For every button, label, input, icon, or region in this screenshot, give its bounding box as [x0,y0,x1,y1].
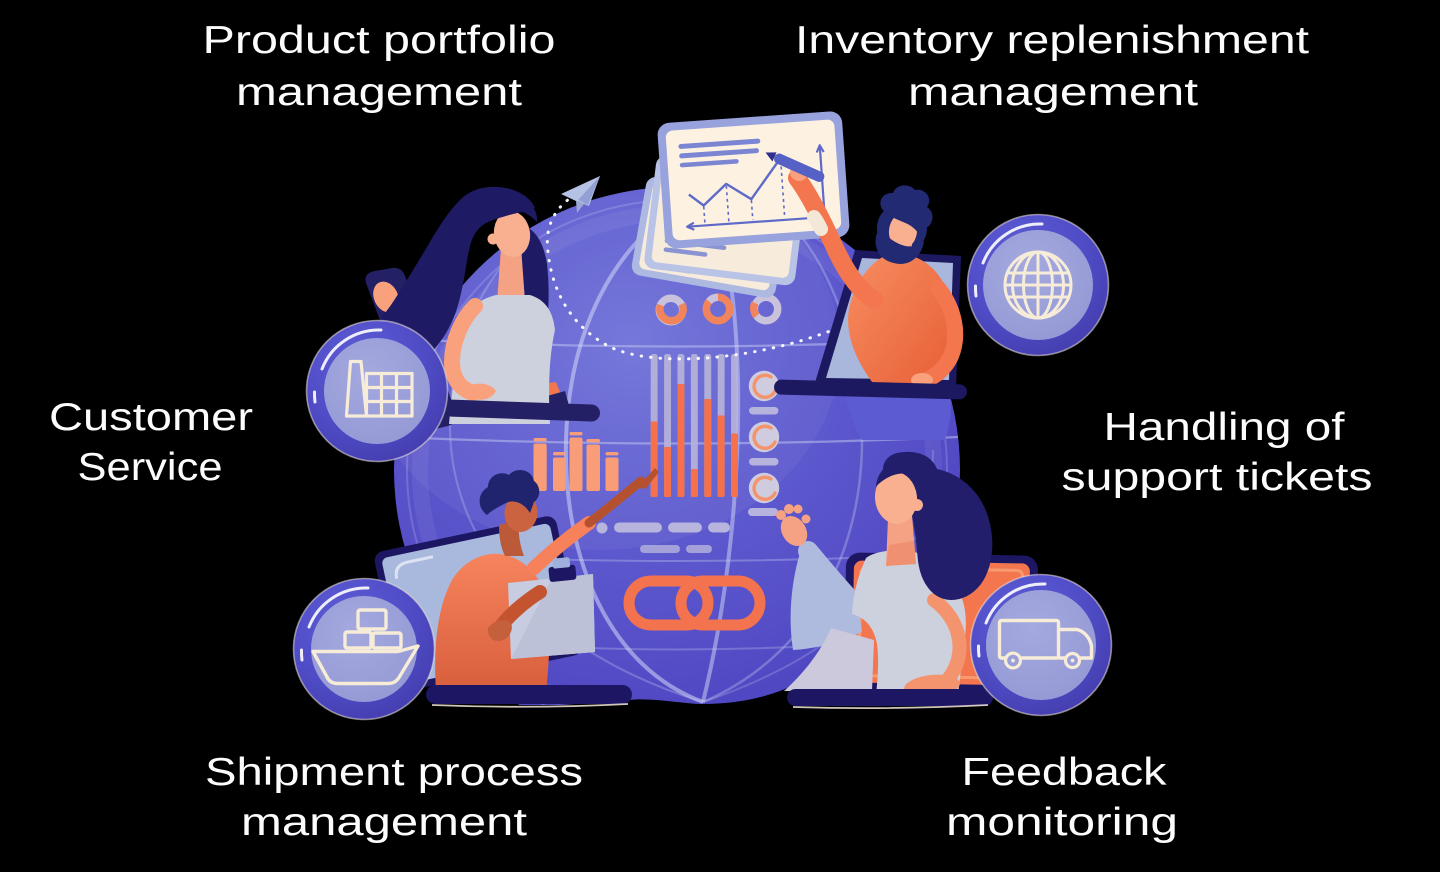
svg-text:Product portfolio: Product portfolio [203,19,556,62]
svg-text:support tickets: support tickets [1062,456,1373,499]
svg-text:Shipment process: Shipment process [205,751,583,794]
svg-text:management: management [908,71,1198,114]
svg-text:Inventory replenishment: Inventory replenishment [795,19,1309,62]
svg-text:management: management [241,801,527,844]
svg-text:management: management [236,71,522,114]
svg-text:Service: Service [78,446,223,489]
svg-text:Customer: Customer [49,396,253,439]
svg-text:monitoring: monitoring [946,801,1178,844]
svg-text:Feedback: Feedback [962,751,1168,794]
svg-text:Handling of: Handling of [1104,406,1345,449]
